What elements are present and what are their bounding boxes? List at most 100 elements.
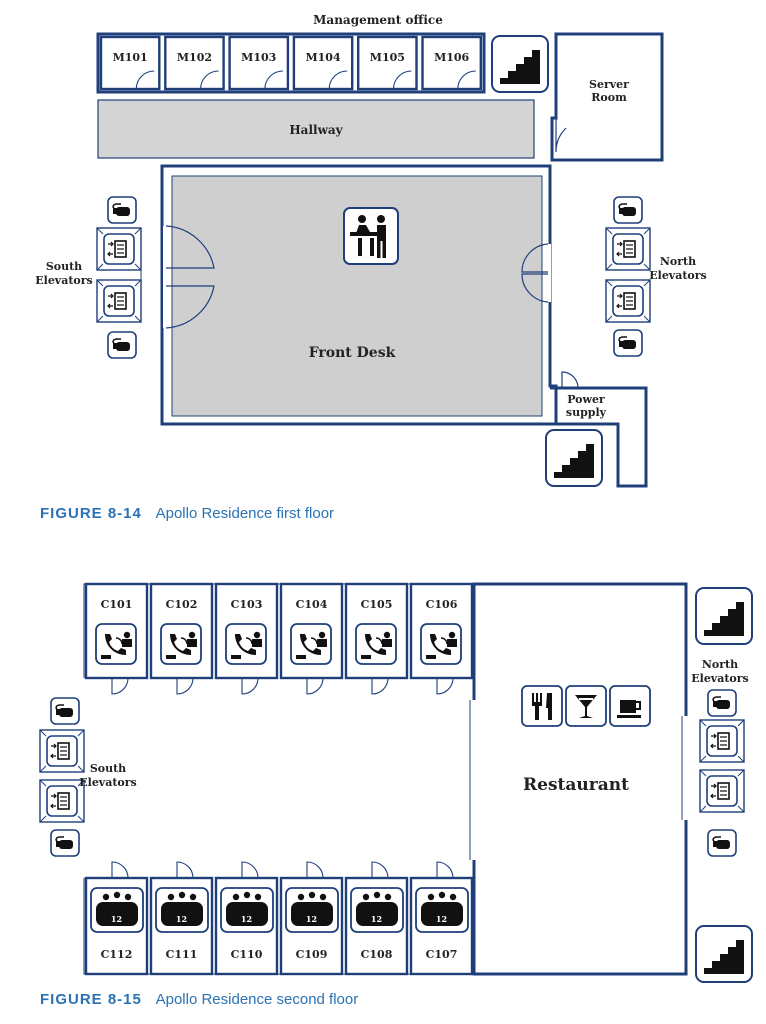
management-office-label: Management office [313,13,443,27]
office-room [357,35,418,91]
south-elevators-label-line2: Elevators [35,274,93,287]
phone-room-label: C102 [166,598,198,611]
office-room [164,35,225,91]
power-supply-room [550,386,648,488]
phone-room-door [306,677,324,695]
hallway-label: Hallway [289,123,343,137]
conference-table-icon [155,887,209,933]
front-desk-right-door [521,243,549,273]
office-room [228,35,290,91]
reception-desk-icon [343,207,399,265]
table-capacity-label: 12 [306,914,317,924]
south-elevators-label-line2-f2: Elevators [79,776,137,789]
meeting-room-door [176,861,194,879]
meeting-room-door [111,861,129,879]
office-door [200,70,219,90]
meeting-room-label: C111 [166,948,198,961]
figure-caption-text: Apollo Residence second floor [156,991,359,1008]
fire-extinguisher-icon [50,697,80,725]
table-capacity-label: 12 [241,914,252,924]
phone-room-label: C104 [296,598,328,611]
phone-room-door [241,677,259,695]
fire-extinguisher-icon [613,196,643,224]
elevator-icon [40,730,84,772]
office-room [421,35,482,91]
meeting-room-label: C109 [296,948,328,961]
office-label: M104 [305,51,340,64]
fire-extinguisher-icon [707,689,737,717]
meeting-room-label: C112 [101,948,133,961]
office-label: M101 [113,51,148,64]
server-room-door [555,118,567,153]
phone-room-door [111,677,129,695]
office-label: M105 [370,51,405,64]
office-label: M106 [434,51,469,64]
phone-booth-icon [355,623,397,665]
power-supply-label-line1: Power [567,393,605,406]
meeting-room-door [306,861,324,879]
figure-number: FIGURE 8-14 [40,505,142,522]
figure-caption-8-15: FIGURE 8-15 Apollo Residence second floo… [40,991,358,1008]
cocktail-icon [565,685,607,727]
restaurant-room [472,582,688,976]
conference-table-icon [90,887,144,933]
phone-room-label: C103 [231,598,263,611]
elevator-icon [700,720,744,762]
stairs-icon [545,429,603,487]
office-room [99,35,161,91]
meeting-room-label: C108 [361,948,393,961]
table-capacity-label: 12 [111,914,122,924]
power-supply-label-line2: supply [566,406,607,419]
north-elevators-label-line1: North [660,255,696,268]
fork-knife-icon [521,685,563,727]
meeting-room-label: C110 [231,948,263,961]
office-door [135,70,155,90]
hallway [97,99,535,159]
elevator-icon [40,780,84,822]
fire-extinguisher-icon [707,829,737,857]
table-capacity-label: 12 [371,914,382,924]
phone-booth-icon [160,623,202,665]
fire-extinguisher-icon [107,196,137,224]
meeting-room-door [436,861,454,879]
south-elevators-label-line1-f2: South [90,762,126,775]
elevator-icon [700,770,744,812]
phone-room-label: C106 [426,598,458,611]
meeting-room-door [371,861,389,879]
conference-table-icon [220,887,274,933]
table-capacity-label: 12 [436,914,447,924]
office-door [264,70,283,90]
office-row: M101 M102 M103 M104 M105 M106 [99,35,482,91]
table-capacity-label: 12 [176,914,187,924]
front-desk-left-door [165,225,215,269]
server-room-label-line2: Room [591,91,627,104]
office-room [292,35,354,91]
phone-booth-icon [95,623,137,665]
conference-table-icon [415,887,469,933]
north-elevators-label-line2-f2: Elevators [691,672,749,685]
meeting-room-door [241,861,259,879]
elevator-icon [97,228,141,270]
phone-room-door [436,677,454,695]
office-door [328,70,348,90]
north-elevators-label-line1-f2: North [702,658,738,671]
server-room-label-line1: Server [589,78,629,91]
elevator-icon [606,280,650,322]
figure-caption-8-14: FIGURE 8-14 Apollo Residence first floor [40,505,334,522]
management-office-block [96,32,486,94]
office-label: M102 [177,51,212,64]
south-elevators-label-line1: South [46,260,82,273]
office-label: M103 [241,51,276,64]
stairs-icon [491,35,549,93]
fire-extinguisher-icon [107,331,137,359]
phone-room-door [371,677,389,695]
restaurant-label: Restaurant [523,775,629,795]
office-door [457,70,476,90]
conference-table-icon [285,887,339,933]
figure-caption-text: Apollo Residence first floor [156,505,334,522]
office-door [392,70,412,90]
